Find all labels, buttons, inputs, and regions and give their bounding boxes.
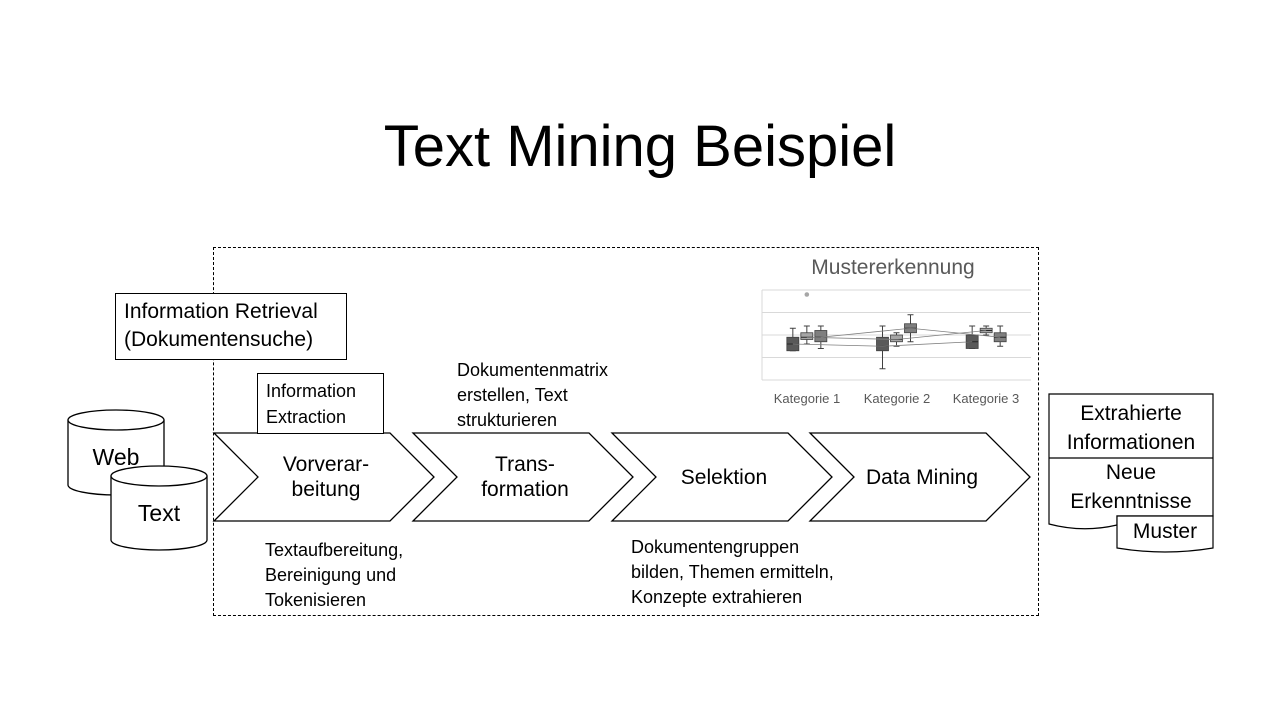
chart-box [876,336,889,352]
output-neue-erkenntnisse: Neue Erkenntnisse [1049,458,1213,516]
output-documents [1048,393,1214,553]
chart-mean-line [820,327,1001,338]
note-textaufbereitung-line-2: Bereinigung und [265,565,397,585]
step-vorverarbeitung-chevron [212,432,435,522]
mustererkennung-chart [761,289,1031,381]
output-extrahierte-line-2: Informationen [1066,431,1196,454]
text-mining-process-frame [213,247,1039,616]
chart-category-label-3: Kategorie 3 [952,391,1020,406]
chart-mean-line [806,330,987,340]
step-selektion-chevron [610,432,833,522]
step-data-mining-line-1: Data Mining [865,465,979,489]
step-vorverarbeitung-line-1: Vorverar- [282,453,370,476]
chart-box [890,334,903,343]
note-textaufbereitung-line-3: Tokenisieren [265,590,367,610]
step-data-mining-chevron [808,432,1031,522]
chart-outlier [804,292,810,297]
output-extrahierte-line-1: Extrahierte [1080,402,1182,425]
step-selektion-label: Selektion [656,433,792,521]
note-dokumentengruppen-line-2: bilden, Themen ermitteln, [631,562,834,582]
note-textaufbereitung-line-1: Textaufbereitung, [265,540,404,560]
output-muster: Muster [1132,520,1198,543]
note-dokumentengruppen-line-3: Konzepte extrahieren [631,587,803,607]
information-retrieval-box: Information Retrieval (Dokumentensuche) [115,293,347,360]
chart-mean-line [792,341,973,347]
step-data-mining-label: Data Mining [854,433,990,521]
note-textaufbereitung: Textaufbereitung, Bereinigung und Tokeni… [265,538,465,613]
note-dokumentengruppen-line-1: Dokumentengruppen [631,537,800,557]
information-retrieval-line-2: (Dokumentensuche) [124,328,314,351]
note-dokumentenmatrix-line-1: Dokumentenmatrix [457,360,609,380]
information-extraction-line-1: Information [266,381,357,401]
output-extrahierte-informationen: Extrahierte Informationen [1049,399,1213,457]
information-retrieval-line-1: Information Retrieval [124,300,318,323]
chart-category-label-2: Kategorie 2 [863,391,931,406]
step-transformation-chevron [411,432,634,522]
step-transformation-line-1: Trans- [495,453,555,476]
chart-category-label-1: Kategorie 1 [773,391,841,406]
step-transformation-line-2: formation [481,478,569,501]
chart-box [800,332,814,340]
source-text-label: Text [137,500,181,526]
step-vorverarbeitung-label: Vorverar-beitung [258,433,394,521]
step-vorverarbeitung-line-2: beitung [291,478,361,501]
output-neue-line-1: Neue [1105,461,1157,484]
chart-box [814,330,828,343]
output-neue-line-2: Erkenntnisse [1070,490,1192,513]
information-extraction-line-2: Extraction [266,407,347,427]
note-dokumentenmatrix-line-2: erstellen, Text [457,385,568,405]
chart-title: Mustererkennung [811,256,975,279]
note-dokumentenmatrix: Dokumentenmatrix erstellen, Text struktu… [457,358,657,433]
note-dokumentenmatrix-line-3: strukturieren [457,410,558,430]
source-web-label: Web [92,444,140,470]
step-selektion-line-1: Selektion [680,465,768,489]
step-transformation-label: Trans-formation [457,433,593,521]
text-cylinder [110,465,208,551]
note-dokumentengruppen: Dokumentengruppen bilden, Themen ermitte… [631,535,891,610]
information-extraction-box: Information Extraction [257,373,384,434]
page-title: Text Mining Beispiel [383,114,897,179]
